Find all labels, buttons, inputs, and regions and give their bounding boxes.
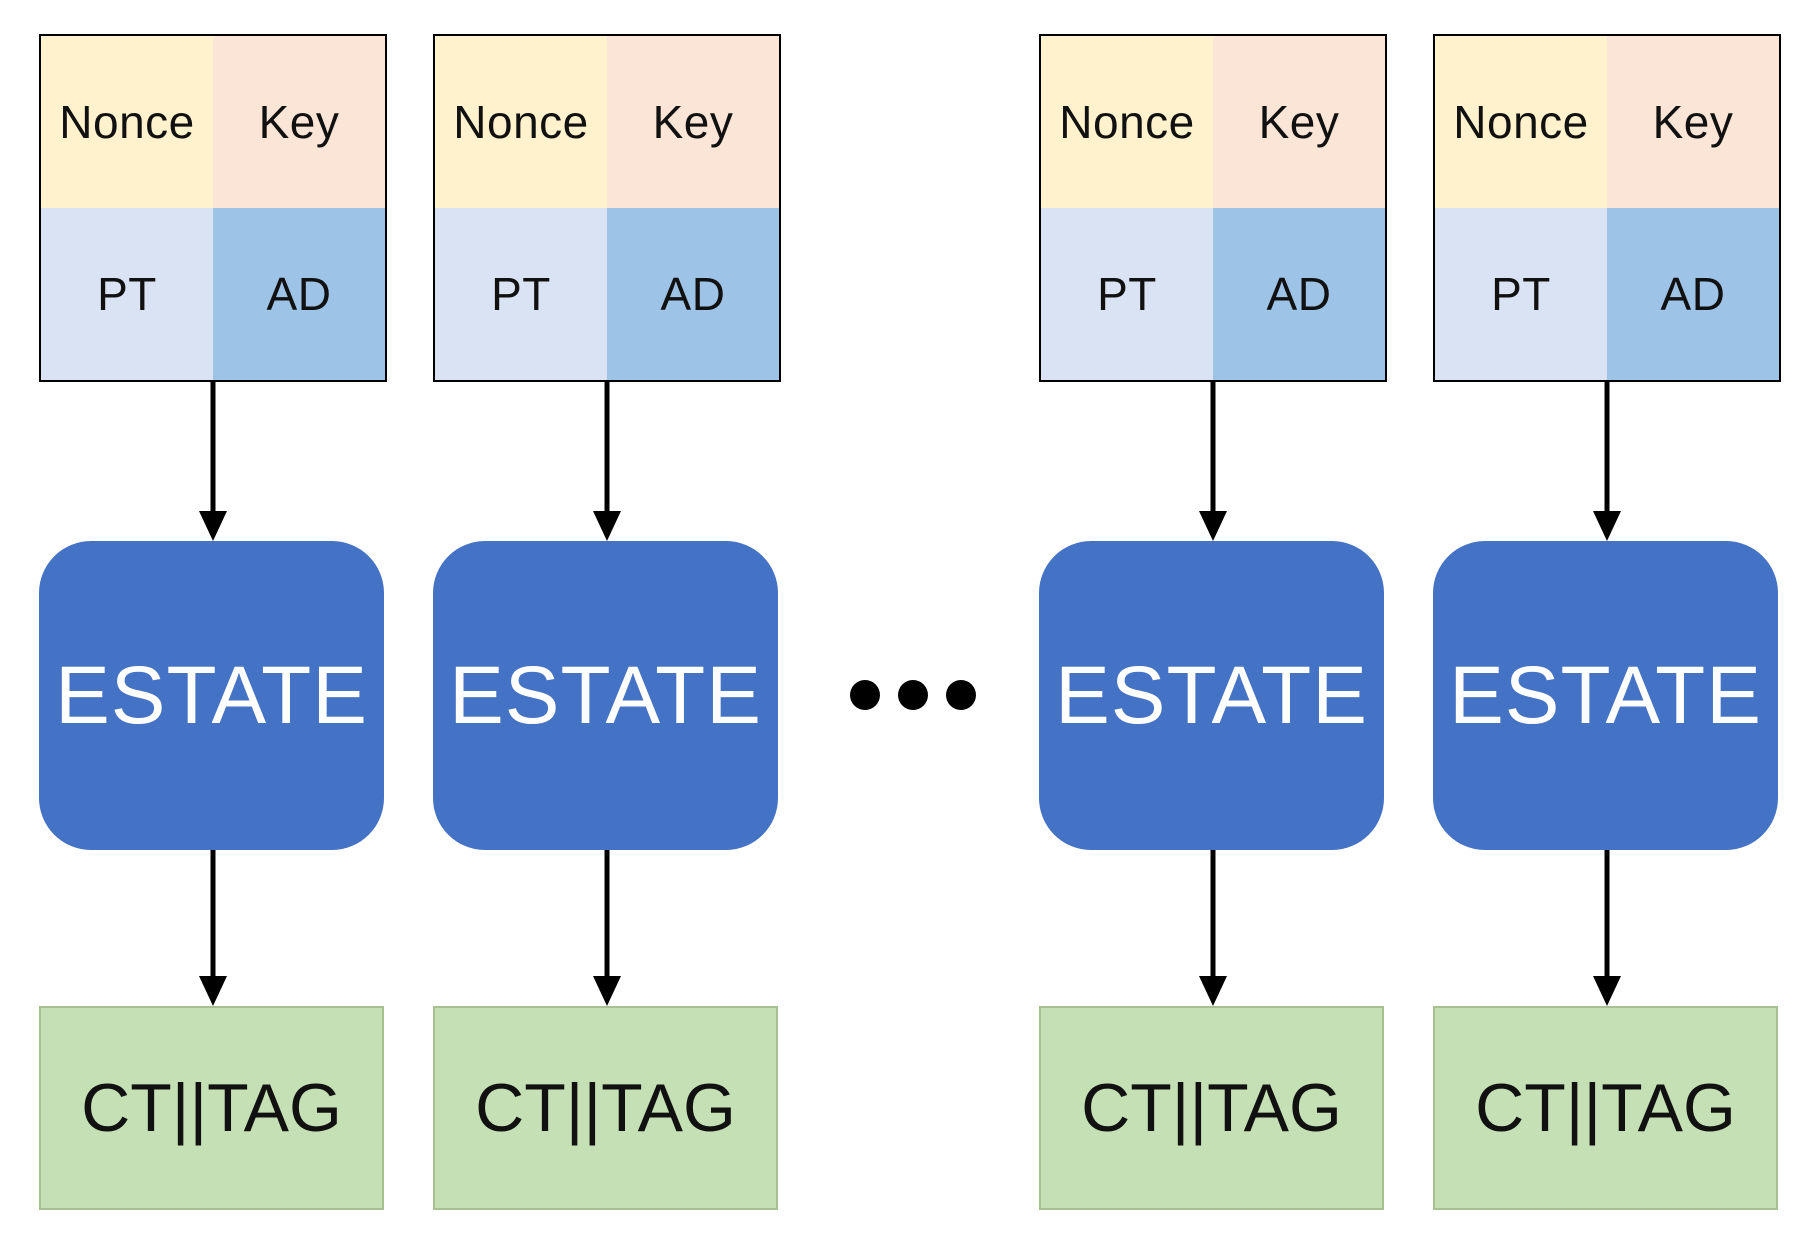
arrow-head bbox=[1199, 976, 1227, 1006]
key-cell: Key bbox=[213, 36, 385, 208]
arrow-head bbox=[1593, 511, 1621, 541]
nonce-cell: Nonce bbox=[435, 36, 607, 208]
ellipsis-dot bbox=[898, 680, 928, 710]
ciphertext-tag-output: CT||TAG bbox=[1039, 1006, 1384, 1210]
ellipsis-dot bbox=[850, 680, 880, 710]
arrow-head bbox=[1199, 511, 1227, 541]
plaintext-cell: PT bbox=[41, 208, 213, 380]
arrow-head bbox=[593, 976, 621, 1006]
associated-data-cell: AD bbox=[1607, 208, 1779, 380]
associated-data-cell: AD bbox=[213, 208, 385, 380]
nonce-cell: Nonce bbox=[1435, 36, 1607, 208]
plaintext-cell: PT bbox=[1435, 208, 1607, 380]
arrow-head bbox=[199, 511, 227, 541]
estate-block: ESTATE bbox=[433, 541, 778, 850]
plaintext-cell: PT bbox=[1041, 208, 1213, 380]
arrow-head bbox=[593, 511, 621, 541]
estate-block: ESTATE bbox=[1433, 541, 1778, 850]
estate-block: ESTATE bbox=[39, 541, 384, 850]
nonce-cell: Nonce bbox=[1041, 36, 1213, 208]
arrow-head bbox=[1593, 976, 1621, 1006]
estate-block: ESTATE bbox=[1039, 541, 1384, 850]
arrow-head bbox=[199, 976, 227, 1006]
ciphertext-tag-output: CT||TAG bbox=[39, 1006, 384, 1210]
associated-data-cell: AD bbox=[1213, 208, 1385, 380]
key-cell: Key bbox=[1607, 36, 1779, 208]
ellipsis-dot bbox=[946, 680, 976, 710]
ciphertext-tag-output: CT||TAG bbox=[433, 1006, 778, 1210]
associated-data-cell: AD bbox=[607, 208, 779, 380]
key-cell: Key bbox=[607, 36, 779, 208]
plaintext-cell: PT bbox=[435, 208, 607, 380]
key-cell: Key bbox=[1213, 36, 1385, 208]
ciphertext-tag-output: CT||TAG bbox=[1433, 1006, 1778, 1210]
continuation-ellipsis bbox=[850, 680, 976, 710]
nonce-cell: Nonce bbox=[41, 36, 213, 208]
